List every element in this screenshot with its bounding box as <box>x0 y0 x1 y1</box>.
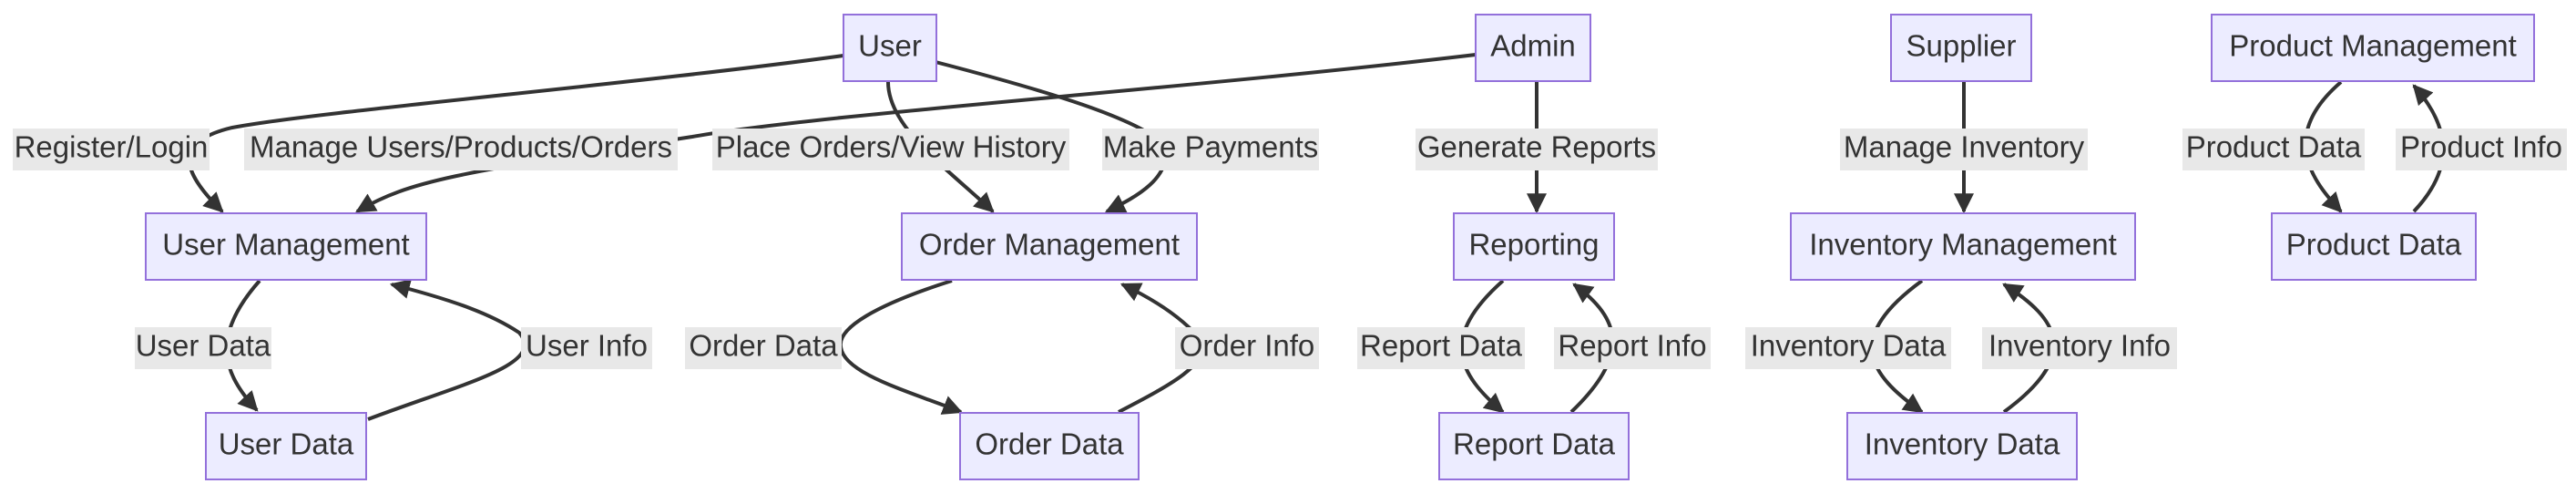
svg-text:Order Info: Order Info <box>1180 329 1315 363</box>
svg-text:Inventory Info: Inventory Info <box>1988 329 2171 363</box>
svg-text:User Management: User Management <box>162 228 409 262</box>
edge-label-manage-inventory: Manage Inventory <box>1840 129 2088 170</box>
edge-label-order-data: Order Data <box>685 327 842 369</box>
node-report-data[interactable]: Report Data <box>1438 412 1630 480</box>
edge-label-user-info: User Info <box>521 327 652 369</box>
svg-text:Place Orders/View History: Place Orders/View History <box>716 130 1067 164</box>
svg-text:Inventory Management: Inventory Management <box>1809 228 2117 262</box>
edge-labels: Register/Login Manage Users/Products/Ord… <box>13 129 2567 369</box>
edge-label-inventory-info: Inventory Info <box>1982 327 2177 369</box>
node-user[interactable]: User <box>843 14 937 82</box>
svg-text:Report Data: Report Data <box>1453 427 1616 461</box>
svg-text:Manage Users/Products/Orders: Manage Users/Products/Orders <box>250 130 672 164</box>
edge-label-product-info: Product Info <box>2396 129 2567 170</box>
edge-label-inventory-data: Inventory Data <box>1745 327 1951 369</box>
edge-label-order-info: Order Info <box>1175 327 1319 369</box>
edge-label-report-info: Report Info <box>1554 327 1711 369</box>
node-order-data[interactable]: Order Data <box>959 412 1140 480</box>
node-admin[interactable]: Admin <box>1475 14 1591 82</box>
edge-user-data-to-user-management <box>367 279 526 421</box>
node-user-management[interactable]: User Management <box>145 212 427 281</box>
edge-admin-to-user-management <box>355 53 1477 213</box>
node-product-management[interactable]: Product Management <box>2211 14 2535 82</box>
svg-text:Product Management: Product Management <box>2229 29 2517 63</box>
svg-text:Report Data: Report Data <box>1360 329 1523 363</box>
edge-label-manage-users-products-orders: Manage Users/Products/Orders <box>244 129 678 170</box>
edge-label-place-orders-view-history: Place Orders/View History <box>712 129 1069 170</box>
svg-text:Product Data: Product Data <box>2286 228 2462 262</box>
edge-label-register-login: Register/Login <box>13 129 210 170</box>
svg-text:Supplier: Supplier <box>1906 29 2016 63</box>
svg-text:User: User <box>858 29 922 63</box>
node-supplier[interactable]: Supplier <box>1890 14 2032 82</box>
svg-text:User Data: User Data <box>136 329 271 363</box>
nodes: User Admin Supplier Product Management U… <box>145 14 2535 480</box>
edge-label-product-data: Product Data <box>2182 129 2365 170</box>
svg-text:Product Data: Product Data <box>2186 130 2362 164</box>
svg-text:Manage Inventory: Manage Inventory <box>1844 130 2085 164</box>
edge-label-make-payments: Make Payments <box>1102 129 1319 170</box>
edge-order-management-to-order-data <box>838 279 964 415</box>
svg-text:User Data: User Data <box>219 427 354 461</box>
node-product-data[interactable]: Product Data <box>2271 212 2477 281</box>
svg-text:Register/Login: Register/Login <box>15 130 209 164</box>
svg-text:Report Info: Report Info <box>1558 329 1706 363</box>
svg-text:Generate Reports: Generate Reports <box>1417 130 1656 164</box>
svg-text:Inventory Data: Inventory Data <box>1865 427 2060 461</box>
edge-label-user-data: User Data <box>135 327 271 369</box>
svg-text:Order Data: Order Data <box>689 329 838 363</box>
svg-text:User Info: User Info <box>526 329 648 363</box>
svg-text:Product Info: Product Info <box>2400 130 2562 164</box>
edge-label-report-data: Report Data <box>1357 327 1525 369</box>
svg-text:Admin: Admin <box>1490 29 1576 63</box>
svg-text:Order Data: Order Data <box>975 427 1124 461</box>
svg-text:Make Payments: Make Payments <box>1103 130 1319 164</box>
node-order-management[interactable]: Order Management <box>901 212 1198 281</box>
svg-text:Reporting: Reporting <box>1468 228 1599 262</box>
svg-text:Inventory Data: Inventory Data <box>1751 329 1947 363</box>
edge-label-generate-reports: Generate Reports <box>1416 129 1658 170</box>
node-reporting[interactable]: Reporting <box>1453 212 1615 281</box>
node-inventory-management[interactable]: Inventory Management <box>1790 212 2136 281</box>
svg-text:Order Management: Order Management <box>919 228 1180 262</box>
node-user-data[interactable]: User Data <box>205 412 367 480</box>
node-inventory-data[interactable]: Inventory Data <box>1846 412 2078 480</box>
